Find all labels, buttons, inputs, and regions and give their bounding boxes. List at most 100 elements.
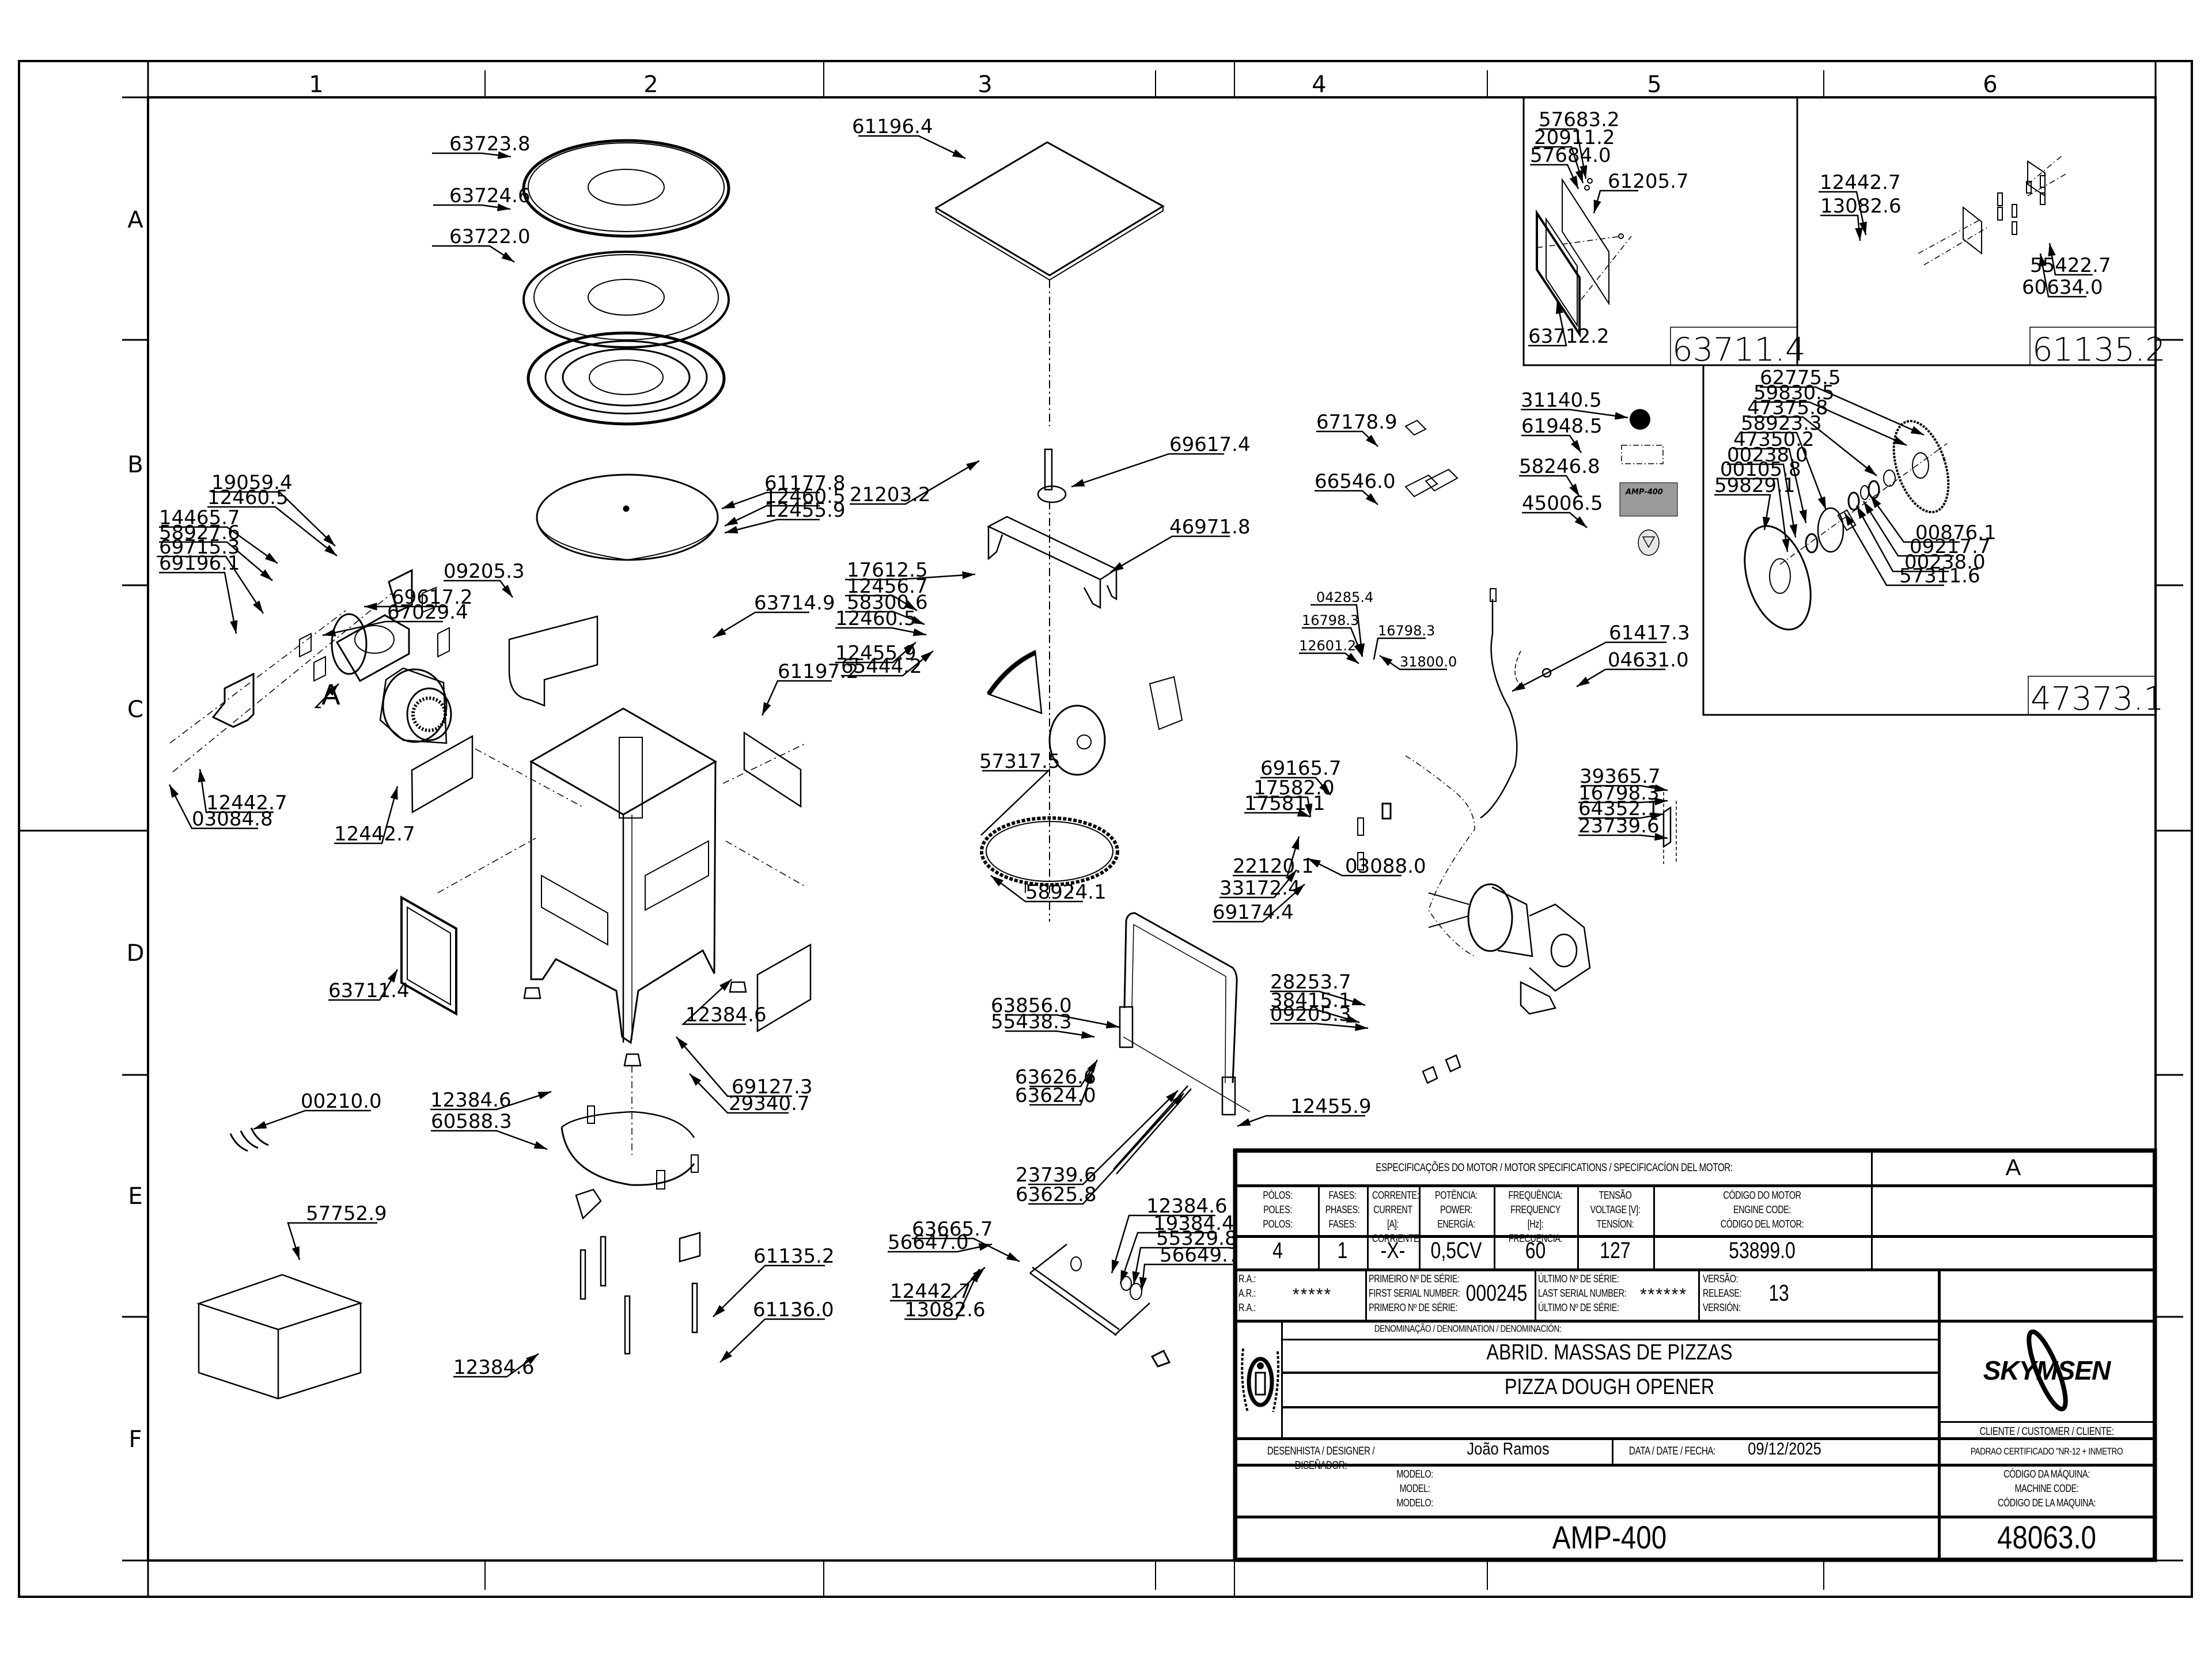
- product-name-en: PIZZA DOUGH OPENER: [1504, 1375, 1715, 1399]
- machine-code-value: 48063.0: [1997, 1519, 2097, 1555]
- callout-label: 19384.4: [1153, 1212, 1234, 1235]
- motor-ref-letter: A: [2005, 1155, 2021, 1180]
- model-label-line: MODELO:: [1396, 1497, 1433, 1509]
- callout-label: 64352.1: [1578, 797, 1660, 820]
- callout-label: 63712.2: [1528, 325, 1609, 348]
- callout-label: 63714.9: [754, 592, 835, 615]
- callout-label: 22120.1: [1233, 855, 1314, 878]
- callout-label: 00876.1: [1915, 521, 1997, 544]
- denomination-label: DENOMINAÇÃO / DENOMINATION / DENOMINACIÓ…: [1374, 1323, 1562, 1334]
- callout-label: 12384.6: [453, 1356, 535, 1379]
- callout-label: 55329.8: [1156, 1227, 1237, 1250]
- callout-label: 12456.7: [847, 575, 928, 598]
- client-label: CLIENTE / CUSTOMER / CLIENTE:: [1979, 1426, 2114, 1438]
- callout-label: 59830.5: [1753, 381, 1835, 404]
- callout-label: 28253.7: [1270, 971, 1351, 994]
- part-geometry: [169, 139, 1677, 1400]
- callout-label: 12455.9: [1290, 1095, 1372, 1118]
- spec-label-line: FREQUENCY [Hz]:: [1510, 1204, 1560, 1230]
- callout-label: 31140.5: [1521, 389, 1602, 412]
- callout-label: 31800.0: [1400, 654, 1457, 670]
- col-label: 4: [1312, 71, 1326, 98]
- callout-label: 63625.8: [1016, 1183, 1097, 1206]
- callout-label: 58927.6: [159, 521, 240, 544]
- callout-label: 20911.2: [1534, 126, 1615, 149]
- version-label: VERSÃO: RELEASE: VERSIÓN:: [1703, 1272, 1742, 1315]
- callout-label: 69165.7: [1260, 757, 1342, 780]
- row-label: C: [127, 696, 143, 723]
- drawing-frame: [18, 60, 2193, 1598]
- spec-label-line: FASES:: [1328, 1218, 1357, 1230]
- version-label-line: VERSIÓN:: [1703, 1302, 1741, 1313]
- callout-label: 63722.0: [449, 225, 531, 248]
- callout-label: 55438.3: [991, 1010, 1072, 1033]
- col-label: 5: [1647, 71, 1661, 98]
- detail-view-47373-1: [1702, 364, 2157, 716]
- col-label: 6: [1983, 71, 1997, 98]
- motor-specs-header: ESPECIFICAÇÕES DO MOTOR / MOTOR SPECIFIC…: [1376, 1162, 1733, 1174]
- detail-fill-items: AMP-400: [1619, 409, 1678, 556]
- first-serial-label: PRIMEIRO Nº DE SÉRIE: FIRST SERIAL NUMBE…: [1369, 1272, 1461, 1315]
- callout-label: 55422.7: [2030, 254, 2111, 277]
- callout-label: 29340.7: [729, 1092, 810, 1115]
- callout-label: 63711.4: [328, 979, 410, 1002]
- spec-label-line: FASES:: [1328, 1190, 1357, 1201]
- col-label: 3: [978, 71, 992, 98]
- callout-label: 60588.3: [431, 1110, 512, 1133]
- callout-label: 04631.0: [1608, 649, 1689, 672]
- callout-label: 60634.0: [2022, 276, 2103, 299]
- date-label: DATA / DATE / FECHA:: [1629, 1445, 1715, 1457]
- spec-label-line: FREQUÊNCIA:: [1508, 1190, 1563, 1201]
- version-label-line: RELEASE:: [1703, 1287, 1742, 1299]
- callout-label: 67029.4: [387, 601, 468, 624]
- callout-label: 33172.4: [1219, 877, 1301, 900]
- spec-label-line: ENERGÍA:: [1437, 1218, 1475, 1230]
- model-label-line: MODELO:: [1396, 1468, 1433, 1480]
- callout-label: 09205.3: [1270, 1003, 1351, 1026]
- callout-label: 69617.2: [392, 586, 473, 609]
- callout-label: 12460.5: [764, 485, 846, 508]
- callout-label: 61197.2: [778, 660, 859, 683]
- machine-code-label-line: CÓDIGO DA MÁQUINA:: [2003, 1468, 2090, 1480]
- spec-label-voltage: TENSÃO VOLTAGE [V]: TENSÍON:: [1585, 1188, 1646, 1232]
- callout-label: 46971.8: [1169, 516, 1251, 539]
- callout-label: 12384.6: [430, 1089, 512, 1112]
- callout-label: 23739.6: [1578, 815, 1660, 838]
- callout-label: 19059.4: [211, 471, 293, 494]
- spec-value-poles: 4: [1272, 1238, 1283, 1263]
- callout-label: 58300.6: [847, 591, 928, 614]
- callout-leaders: [157, 128, 2093, 1378]
- callout-label: 57317.5: [979, 750, 1060, 773]
- callout-label: 63723.8: [449, 132, 531, 156]
- spec-label-phases: FASES: PHASES: FASES:: [1323, 1188, 1362, 1232]
- spec-label-line: FRECUENCIA:: [1508, 1233, 1563, 1244]
- spec-label-line: VOLTAGE [V]:: [1590, 1204, 1641, 1215]
- callout-label: 09217.7: [1910, 535, 1991, 558]
- callout-label: 69617.4: [1169, 433, 1251, 456]
- spec-label-line: POLES:: [1263, 1204, 1292, 1215]
- brand-name: SKYMSEN: [1983, 1355, 2111, 1385]
- last-serial-label-line: ÚLTIMO Nº DE SÉRIE:: [1538, 1273, 1619, 1285]
- callout-label: 58923.3: [1741, 412, 1822, 435]
- spec-label-line: TENSÍON:: [1596, 1218, 1634, 1230]
- svg-text:AMP-400: AMP-400: [1625, 488, 1663, 497]
- callout-label: 13082.6: [904, 1298, 986, 1321]
- engine-code-value: 53899.0: [1729, 1238, 1796, 1263]
- callout-label: 63626.6: [1015, 1066, 1096, 1089]
- callout-label: 00210.0: [301, 1090, 382, 1113]
- callout-label: 03088.0: [1345, 855, 1426, 878]
- callout-label: 61948.5: [1521, 415, 1603, 438]
- callout-label: 12384.6: [1146, 1195, 1228, 1218]
- callout-label: 17582.0: [1253, 777, 1335, 800]
- spec-label-power: POTÊNCIA: POWER: ENERGÍA:: [1426, 1188, 1486, 1232]
- first-serial-label-line: FIRST SERIAL NUMBER:: [1369, 1287, 1460, 1299]
- motor-ref-label: A: [321, 679, 340, 711]
- machine-code-label-line: MACHINE CODE:: [2014, 1483, 2079, 1494]
- spec-label-line: POTÊNCIA:: [1434, 1190, 1478, 1201]
- callout-label: 63724.6: [449, 184, 531, 207]
- callout-label: 61135.2: [753, 1245, 835, 1268]
- callout-label: 12601.2: [1299, 638, 1356, 654]
- date-value: 09/12/2025: [1748, 1440, 1821, 1459]
- callout-label: 12442.7: [1820, 171, 1901, 194]
- detail-view-61135-2: [1796, 96, 2157, 366]
